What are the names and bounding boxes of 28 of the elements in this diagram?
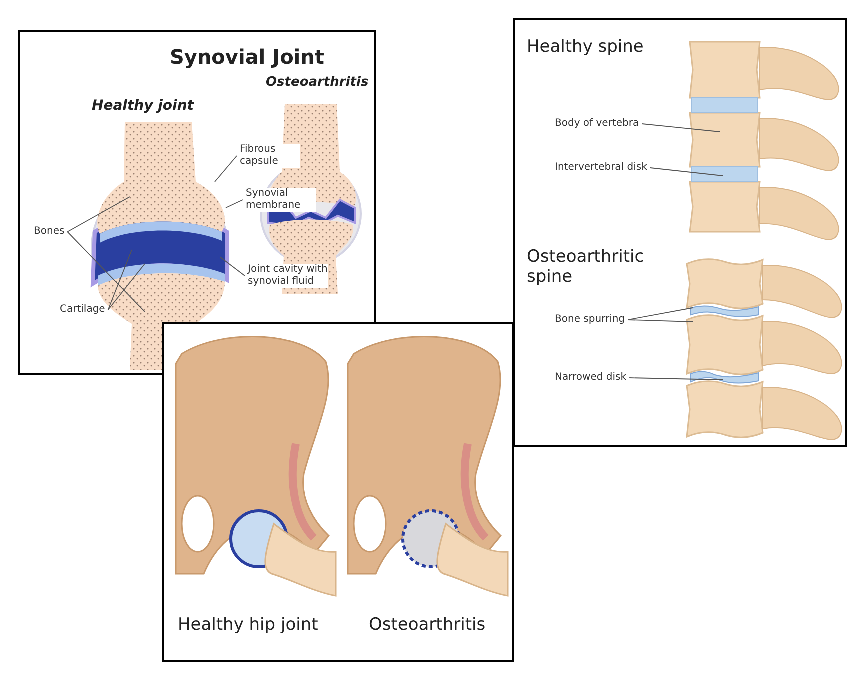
leader-line (108, 264, 146, 310)
part-label: Synovial membrane (246, 188, 316, 212)
leader-line (650, 168, 724, 176)
spine-heading: Osteoarthritic spine (527, 248, 646, 288)
illustration-card (162, 322, 514, 662)
leader-line (628, 320, 694, 322)
part-label: Body of vertebra (555, 118, 640, 130)
leader-line (226, 200, 244, 208)
joint-heading: Healthy joint (92, 98, 194, 114)
spine-heading: Healthy spine (527, 38, 644, 58)
card-title: Synovial Joint (170, 46, 324, 69)
leader-line (108, 250, 132, 310)
joint-heading: Osteoarthritis (266, 76, 369, 91)
part-label: Joint cavity with synovial fluid (248, 264, 328, 288)
leader-line (214, 156, 238, 182)
leader-line (67, 196, 130, 232)
leader-line (67, 232, 146, 312)
part-label: Cartilage (60, 304, 106, 316)
leader-line (642, 124, 720, 132)
hip-caption: Osteoarthritis (369, 616, 486, 636)
illustration-card (18, 30, 376, 375)
leader-line (628, 308, 694, 320)
hip-caption: Healthy hip joint (178, 616, 318, 636)
leader-line (629, 378, 724, 380)
part-label: Fibrous capsule (240, 144, 300, 168)
leader-line (220, 256, 246, 276)
part-label: Bone spurring (555, 314, 626, 326)
illustration-card (513, 18, 847, 447)
